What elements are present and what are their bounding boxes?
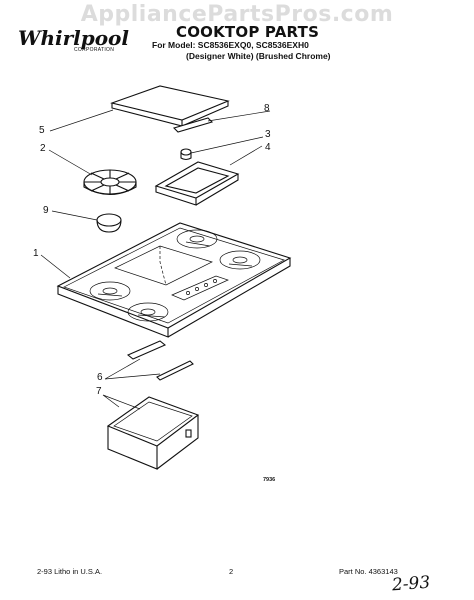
part-3-cap	[180, 148, 192, 161]
brand-subtitle: CORPORATION	[74, 47, 115, 53]
part-1-cooktop	[56, 222, 292, 338]
footer-litho: 2-93 Litho in U.S.A.	[37, 567, 103, 576]
callout-8: 8	[264, 103, 270, 114]
callout-4: 4	[265, 142, 271, 153]
figure-code: 7936	[263, 477, 276, 483]
callout-3: 3	[265, 129, 271, 140]
part-6-brackets	[126, 340, 194, 381]
model-line: For Model: SC8536EXQ0, SC8536EXH0	[152, 40, 309, 50]
footer-page-number: 2	[229, 567, 234, 576]
page-title: COOKTOP PARTS	[176, 23, 320, 41]
watermark: AppliancePartsPros.com	[80, 2, 394, 27]
part-9-burner-cap	[96, 213, 122, 233]
callout-7: 7	[96, 386, 102, 397]
callout-2: 2	[40, 143, 46, 154]
footer-part-number: Part No. 4363143	[339, 567, 398, 576]
brand-logo: Whirlpool CORPORATION	[18, 26, 129, 53]
part-2-grate	[83, 169, 137, 196]
handwritten-date: 2-93	[391, 572, 431, 596]
part-7-bottom-tray	[106, 396, 200, 470]
brand-name: Whirlpool	[18, 26, 129, 50]
part-8-strip	[172, 117, 214, 133]
callout-9: 9	[43, 205, 49, 216]
leader-lines	[40, 109, 271, 410]
part-5-cover-plate	[110, 85, 230, 127]
callout-5: 5	[39, 125, 45, 136]
part-4-frame	[154, 161, 240, 206]
callout-1: 1	[33, 248, 39, 259]
variant-line: (Designer White) (Brushed Chrome)	[186, 51, 331, 61]
callout-6: 6	[97, 372, 103, 383]
